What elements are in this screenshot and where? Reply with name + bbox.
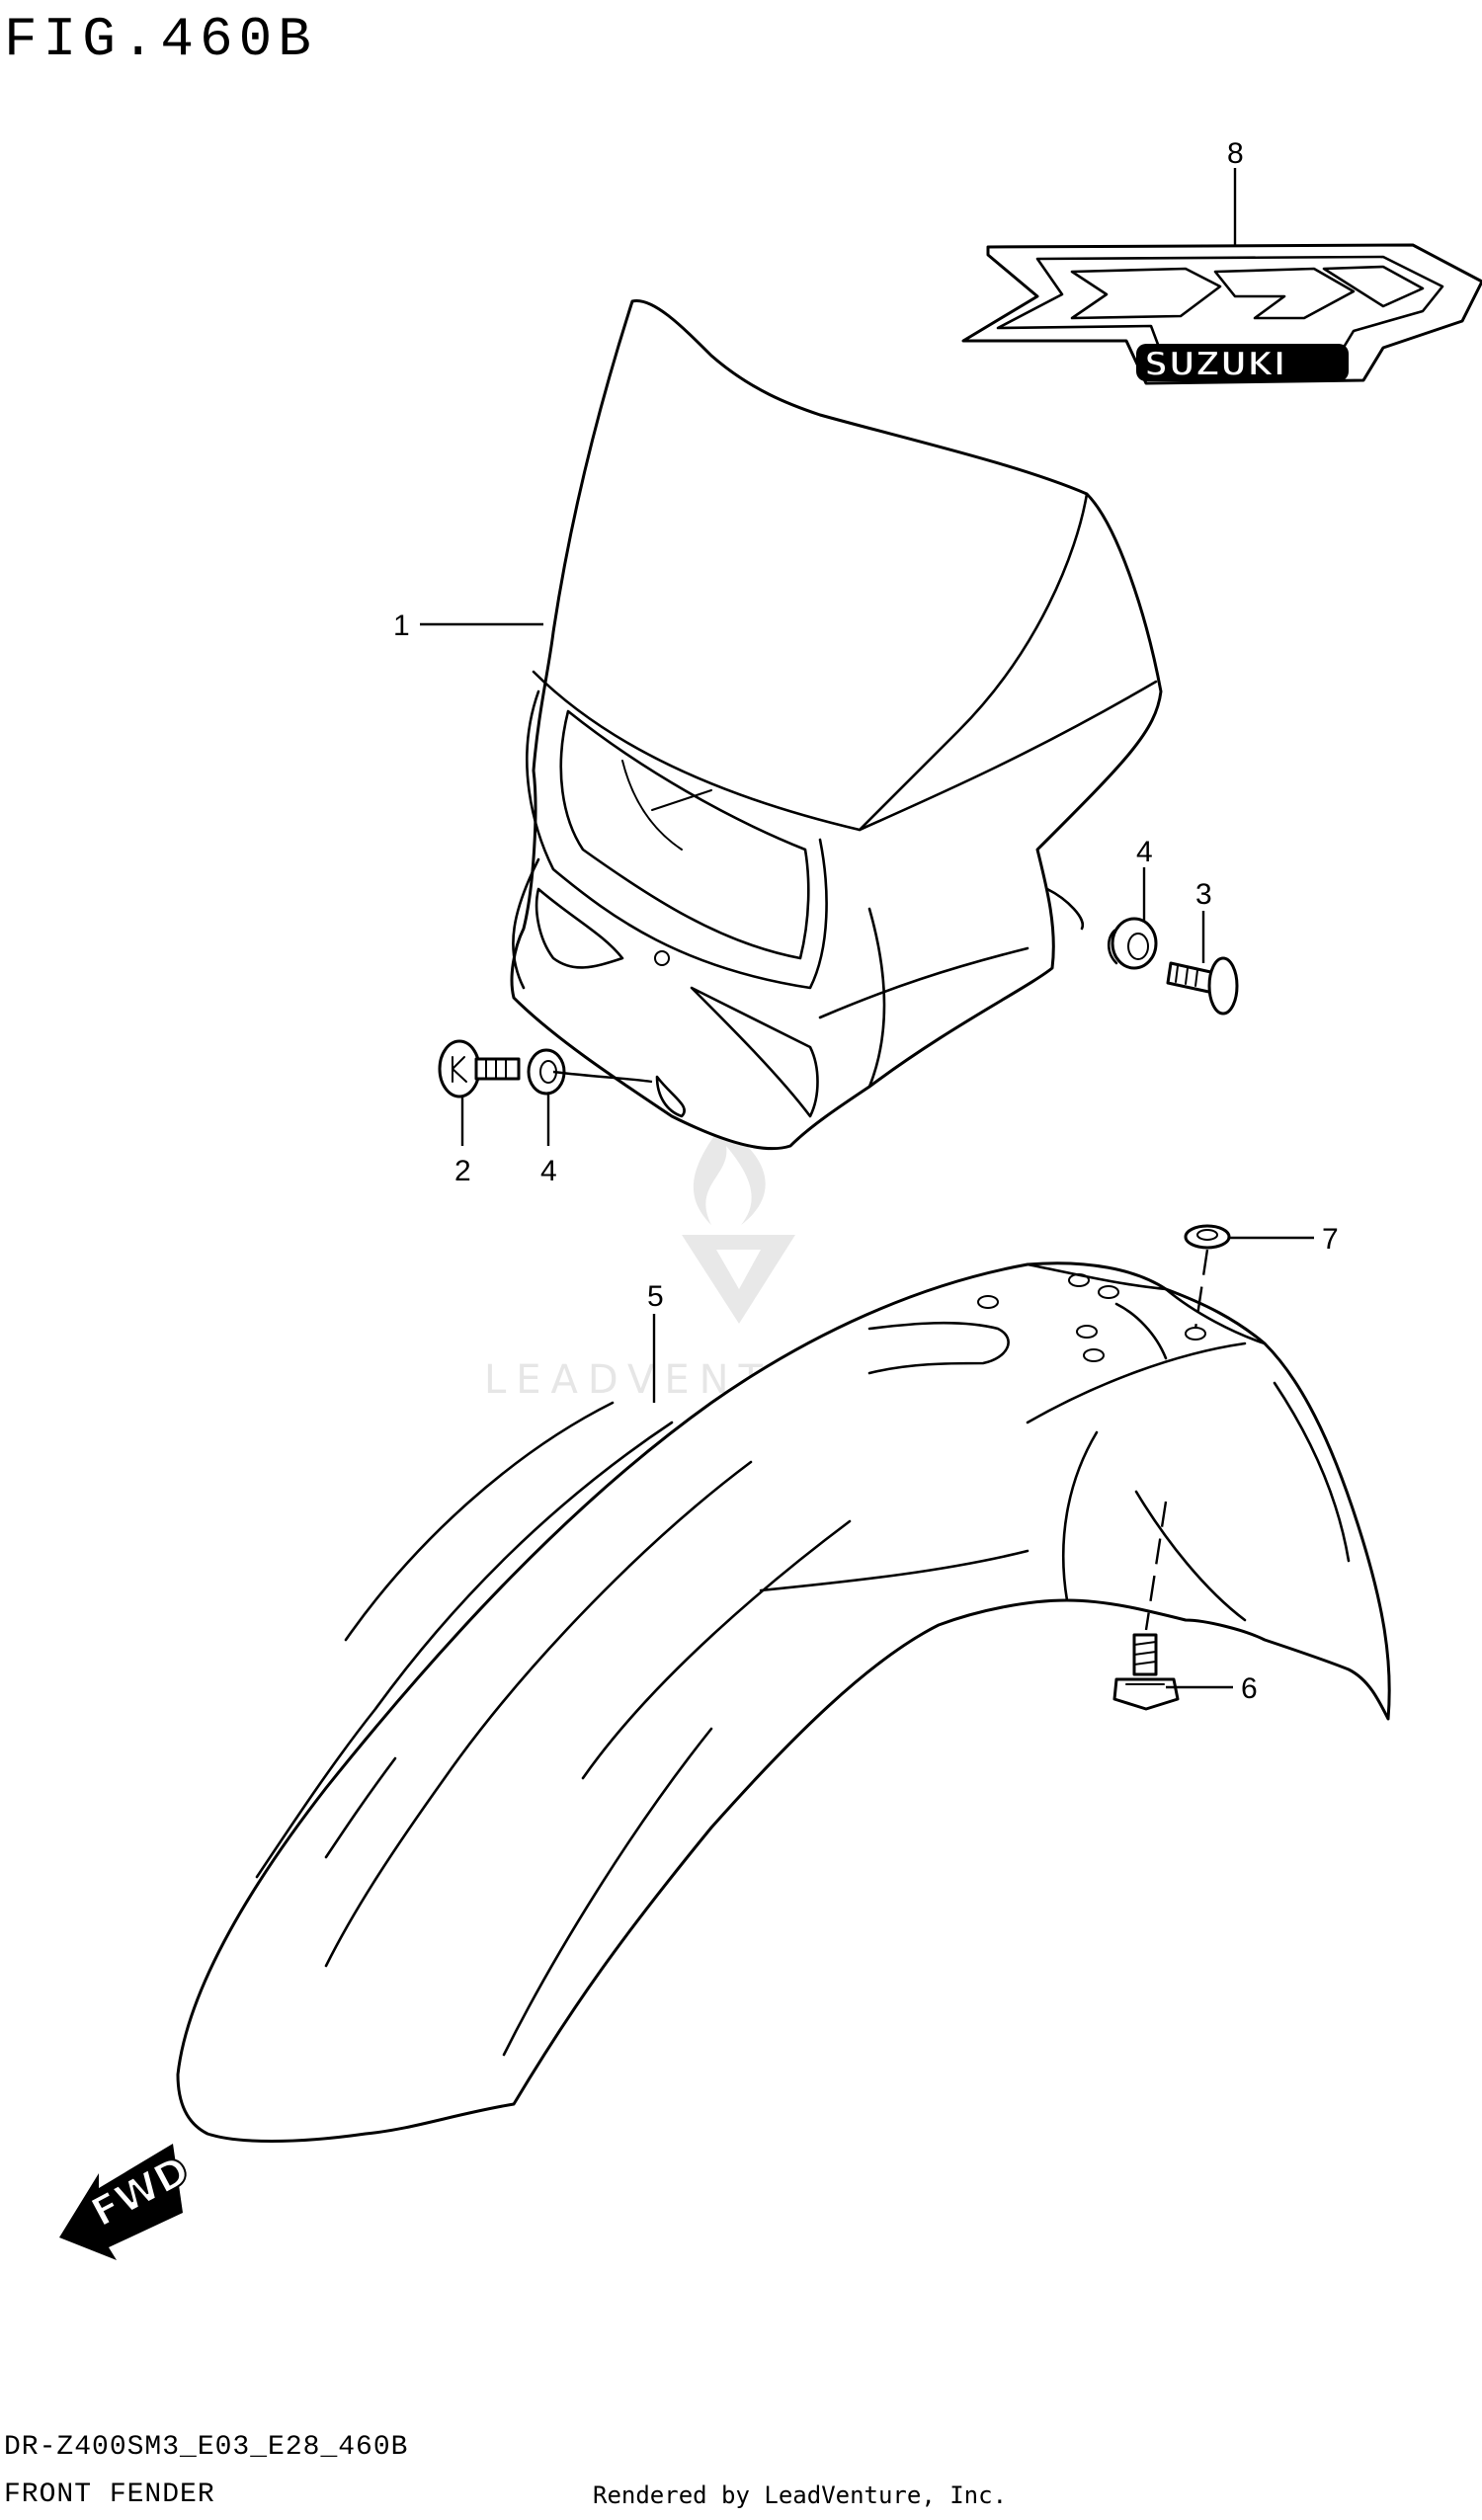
assembly-centerlines: [552, 1070, 1209, 1631]
cowl-lower-crease: [867, 907, 886, 1089]
right-mount-slot: [690, 986, 819, 1118]
bolt-head: [438, 1039, 481, 1098]
centerline-6: [1144, 1501, 1168, 1631]
callout-7[interactable]: 7: [1322, 1223, 1339, 1256]
grommet-body: [1111, 917, 1158, 970]
grommet-hole: [1127, 933, 1149, 960]
fender-top-step: [1164, 1287, 1267, 1345]
fender-hole-2: [1068, 1273, 1090, 1287]
grommet-flange: [1107, 929, 1118, 965]
fender-hole-5: [1083, 1348, 1105, 1362]
screw-threads: [1175, 965, 1198, 987]
part-1-headlight-cowl[interactable]: [510, 298, 1163, 1151]
fender-hole-4: [1076, 1325, 1098, 1339]
fender-inner-arc: [1062, 1430, 1099, 1602]
lens-inner-line: [621, 760, 683, 851]
part-7-nut[interactable]: [1184, 1224, 1231, 1250]
callout-6[interactable]: 6: [1241, 1672, 1258, 1705]
part-5-front-fender[interactable]: [176, 1261, 1391, 2143]
fender-vent-slot: [867, 1321, 1010, 1375]
decal-brand-text: SUZUKI: [1144, 345, 1285, 384]
part-3-screw[interactable]: [1166, 956, 1239, 1016]
cowl-side-tab: [1045, 887, 1085, 931]
fender-mount-pad: [1114, 1302, 1168, 1360]
section-name: FRONT FENDER: [4, 2479, 215, 2510]
fender-short-crease: [324, 1756, 397, 1859]
figure-title: FIG.460B: [4, 8, 317, 71]
callout-5[interactable]: 5: [647, 1280, 664, 1313]
part-8-dr-decal[interactable]: SUZUKI: [961, 243, 1482, 385]
fender-crease-upper: [255, 1421, 674, 1879]
cowl-bottom-tab: [655, 1075, 686, 1118]
cowl-left-side: [512, 857, 540, 990]
headlight-lens: [559, 709, 810, 960]
callout-4-left[interactable]: 4: [540, 1155, 557, 1187]
fender-top-ridge: [1026, 1262, 1168, 1291]
centerline-7: [1194, 1249, 1209, 1330]
fender-rear-edge: [1273, 1381, 1351, 1563]
bolt-threads: [1133, 1641, 1157, 1666]
bolt-head-mark: [452, 1056, 467, 1083]
fender-body: [176, 1261, 1391, 2143]
callout-2[interactable]: 2: [454, 1155, 471, 1187]
watermark-flame-icon: [693, 1126, 766, 1225]
callout-1[interactable]: 1: [393, 610, 410, 642]
callout-leaders: [420, 168, 1314, 1689]
decal-brand-plate: [1136, 344, 1349, 381]
cowl-lower-line: [818, 946, 1029, 1019]
fender-side-line: [581, 1519, 852, 1780]
cowl-center-hole: [654, 950, 670, 966]
leader-4-left-to-cowl: [552, 1070, 653, 1084]
decal-letter-r: [1213, 267, 1356, 320]
fender-side-line-upper: [759, 1549, 1029, 1592]
model-code: DR-Z400SM3_E03_E28_460B: [4, 2432, 409, 2463]
render-credit: Rendered by LeadVenture, Inc.: [593, 2481, 1008, 2509]
fender-upper-crease: [1026, 1341, 1247, 1424]
cowl-body: [510, 298, 1163, 1151]
grommet-body: [527, 1048, 566, 1096]
nut-hole: [1196, 1229, 1218, 1241]
fwd-arrow-icon: [59, 2144, 183, 2260]
cowl-lens-frame: [526, 690, 828, 990]
fender-crease-mid: [324, 1460, 753, 1968]
callout-8[interactable]: 8: [1227, 137, 1244, 170]
bolt-shank: [474, 1057, 521, 1081]
decal-outline: [961, 243, 1482, 385]
watermark-v-icon: [682, 1235, 795, 1324]
fender-inner-shadow: [1134, 1490, 1247, 1622]
fender-hole-3: [1098, 1285, 1119, 1299]
left-mount-slot: [535, 887, 624, 969]
decal-tail: [1322, 265, 1425, 308]
cowl-side-ridge: [858, 492, 1089, 832]
part-4-grommet-right[interactable]: [1107, 917, 1158, 970]
fender-lower-crease: [502, 1727, 713, 2057]
callout-3[interactable]: 3: [1195, 878, 1212, 911]
fender-edge-line: [344, 1401, 615, 1642]
decal-letter-d: [1070, 267, 1222, 320]
screw-head: [1207, 956, 1239, 1016]
fwd-direction-marker: FWD: [59, 2144, 198, 2260]
part-6-bolt[interactable]: [1112, 1633, 1180, 1711]
callout-4-right[interactable]: 4: [1136, 836, 1153, 868]
part-4-grommet-left[interactable]: [527, 1048, 566, 1096]
part-2-bolt[interactable]: [438, 1039, 521, 1098]
lens-inner-line-2: [651, 789, 712, 811]
callout-numbers: 8 1 4 3 2 4 5 7 6: [393, 137, 1339, 1705]
bolt-flange-head: [1112, 1677, 1180, 1711]
fender-hole-1: [977, 1295, 999, 1309]
bolt-threads: [485, 1058, 507, 1080]
